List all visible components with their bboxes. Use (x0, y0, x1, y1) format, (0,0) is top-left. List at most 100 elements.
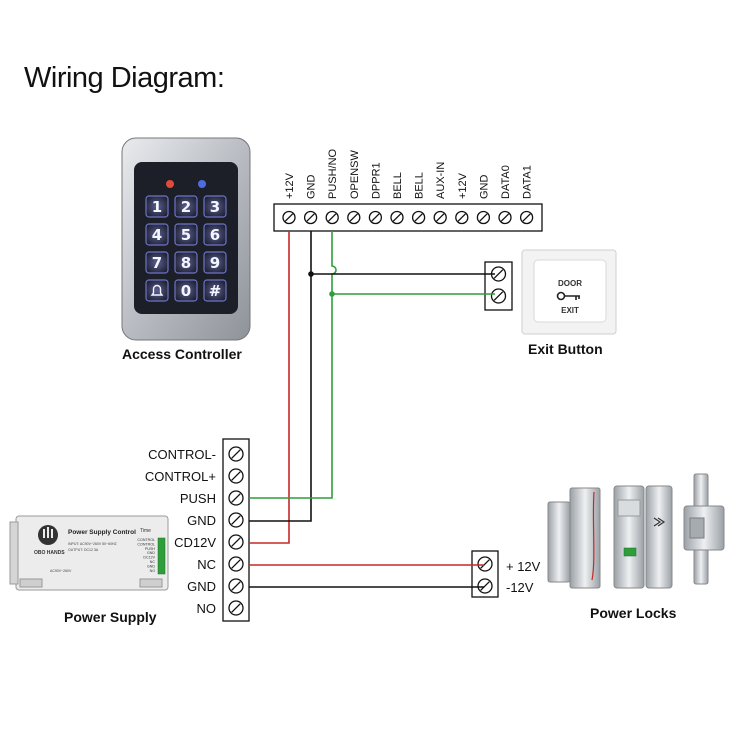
controller-terminal-screw-icon (282, 210, 296, 225)
page-title: Wiring Diagram: (24, 62, 225, 94)
exit-button-exit-text: EXIT (561, 306, 579, 315)
keypad-key-label: 7 (152, 254, 162, 272)
power-supply-device-terminal-label: CONTROL (137, 542, 155, 546)
controller-terminal-label: DATA0 (500, 165, 512, 199)
controller-terminal-label: BELL (392, 172, 404, 199)
keypad-key-label: 9 (210, 254, 220, 272)
controller-terminal-screw-icon (433, 210, 447, 225)
keypad-key-label: 8 (181, 254, 191, 272)
access-controller-device: 1 2 3 4 5 6 7 8 9 0 # (121, 137, 251, 341)
bell-icon (150, 284, 164, 296)
keypad-key-label: 1 (152, 198, 162, 216)
power-terminal-screw-icon (228, 490, 244, 506)
controller-terminal-screw-icon (303, 210, 318, 225)
power-terminal-label: CD12V (174, 535, 216, 550)
controller-terminal-screw-icon (325, 210, 339, 225)
keypad-key: 9 (203, 251, 227, 274)
power-supply-input: INPUT: AC90V~260V 50~60HZ (68, 542, 118, 546)
keypad-key-label: 5 (181, 226, 191, 244)
keypad-key-label: # (209, 282, 222, 300)
power-terminal-screw-icon (228, 600, 244, 616)
power-supply-green-terminal (157, 537, 166, 575)
power-supply-device-terminal-label: CONTROL (137, 538, 155, 542)
wire-green-push (249, 231, 337, 499)
lock-terminal-screw-icon (477, 578, 493, 594)
magnetic-lock-body (569, 487, 601, 589)
caption-exit-button: Exit Button (528, 341, 603, 357)
controller-terminal-screw-icon (347, 210, 361, 225)
power-supply-device: OBO HANDS Power Supply Control INPUT: AC… (9, 515, 169, 591)
power-supply-device-terminal-label: DC12V (143, 556, 155, 560)
controller-terminal-label: +12V (457, 172, 469, 199)
wires (249, 231, 495, 588)
controller-terminal-screw-icon (390, 210, 404, 225)
keypad-key: 4 (145, 223, 169, 246)
power-supply-device-terminal-label: GND (147, 551, 155, 555)
controller-terminal-label: GND (306, 175, 318, 200)
controller-terminal-label: DATA1 (522, 165, 534, 199)
controller-terminal-label: PUSH/NO (327, 148, 339, 199)
keypad-key-label: 0 (181, 282, 191, 300)
keypad-key-label: 2 (181, 198, 191, 216)
power-terminal-label: CONTROL+ (145, 469, 216, 484)
keypad-key: 1 (145, 195, 169, 218)
power-terminal-screw-icon (228, 578, 244, 594)
keypad-key-label: 4 (152, 226, 162, 244)
power-terminal-label: NC (197, 557, 216, 572)
caption-power-locks: Power Locks (590, 605, 677, 621)
magnetic-lock-plate (547, 501, 571, 583)
keypad-key: 5 (174, 223, 198, 246)
keypad-key: 8 (174, 251, 198, 274)
controller-terminal-screw-icon (519, 210, 534, 225)
keypad-key: 3 (203, 195, 227, 218)
caption-access-controller: Access Controller (122, 346, 242, 362)
controller-terminal-label: AUX-IN (435, 162, 447, 199)
exit-terminal-screw-icon (490, 288, 507, 304)
exit-button-door-text: DOOR (558, 279, 582, 288)
power-terminal-screw-icon (228, 534, 244, 550)
exit-button-terminal-block (484, 261, 513, 311)
power-supply-device-terminal-label: NO (150, 569, 156, 573)
power-terminal-screw-icon (228, 468, 244, 484)
power-terminal-label: NO (197, 601, 217, 616)
power-locks-device (547, 473, 725, 589)
caption-power-supply: Power Supply (64, 609, 157, 625)
controller-terminal-screw-icon (455, 210, 469, 225)
power-terminal-screw-icon (228, 512, 244, 528)
keypad-key-label: 6 (210, 226, 220, 244)
controller-terminal-screw-icon (498, 210, 512, 225)
power-supply-device-terminal-label: PUSH (145, 547, 155, 551)
keypad-key: 7 (145, 251, 169, 274)
keypad-key-label: 3 (210, 198, 220, 216)
wire-red-12v (249, 231, 290, 544)
controller-terminal-screw-icon (476, 210, 491, 225)
power-supply-time: Time (140, 528, 151, 534)
controller-terminal-label: +12V (284, 172, 296, 199)
controller-terminal-label: BELL (414, 172, 426, 199)
controller-terminal-screw-icon (411, 210, 426, 225)
keypad: 1 2 3 4 5 6 7 8 9 0 # (145, 195, 227, 302)
power-terminal-label: GND (187, 513, 216, 528)
power-terminal-label: GND (187, 579, 216, 594)
keypad-key: 6 (203, 223, 227, 246)
keypad-key: 2 (174, 195, 198, 218)
exit-button-device: DOOR EXIT (521, 249, 617, 335)
lock-terminal-label-plus: + 12V (506, 559, 541, 574)
status-led-blue (198, 180, 206, 188)
power-supply-brand: OBO HANDS (34, 550, 65, 556)
status-led-red (166, 180, 174, 188)
keypad-key (145, 279, 169, 302)
strike-plate (645, 485, 673, 589)
power-terminal-screw-icon (228, 556, 244, 572)
keypad-key: # (203, 279, 227, 302)
exit-terminal-screw-icon (490, 266, 507, 282)
power-terminal-screw-icon (228, 446, 244, 462)
lock-terminal-label-minus: -12V (506, 580, 534, 595)
power-supply-device-terminal-label: GND (147, 564, 155, 568)
lock-terminal-block: + 12V -12V (471, 550, 541, 598)
power-supply-device-terminal-label: NC (150, 560, 156, 564)
hand-logo-icon (38, 525, 58, 545)
